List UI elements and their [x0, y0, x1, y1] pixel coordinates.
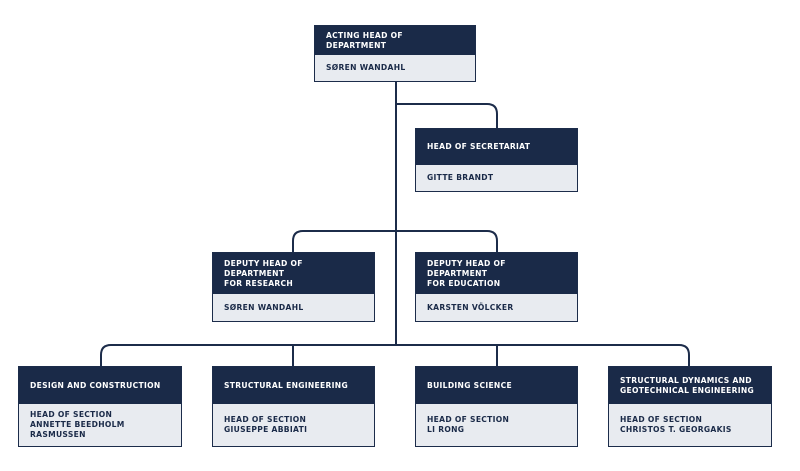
section-head-name: LI RONG [427, 425, 465, 434]
acting-head-box: ACTING HEAD OF DEPARTMENT SØREN WANDAHL [314, 25, 476, 82]
section-title: STRUCTURAL ENGINEERING [213, 367, 374, 404]
section-branch [100, 344, 690, 366]
deputy-research-box: DEPUTY HEAD OF DEPARTMENT FOR RESEARCH S… [212, 252, 375, 322]
section-box-design-construction: DESIGN AND CONSTRUCTION HEAD OF SECTION … [18, 366, 182, 447]
section-role: HEAD OF SECTION [30, 410, 113, 419]
section-box-structural-dynamics: STRUCTURAL DYNAMICS AND GEOTECHNICAL ENG… [608, 366, 772, 447]
section-head-name: ANNETTE BEEDHOLM RASMUSSEN [30, 420, 125, 439]
deputy-research-title: DEPUTY HEAD OF DEPARTMENT FOR RESEARCH [213, 253, 374, 294]
section-head-name: CHRISTOS T. GEORGAKIS [620, 425, 732, 434]
deputy-education-title: DEPUTY HEAD OF DEPARTMENT FOR EDUCATION [416, 253, 577, 294]
section-role: HEAD OF SECTION [224, 415, 307, 424]
section-title: BUILDING SCIENCE [416, 367, 577, 404]
section-head-area: HEAD OF SECTION ANNETTE BEEDHOLM RASMUSS… [19, 404, 181, 446]
secretariat-title: HEAD OF SECRETARIAT [416, 129, 577, 165]
deputy-education-name: KARSTEN VÖLCKER [427, 302, 514, 312]
acting-head-name-area: SØREN WANDAHL [315, 55, 475, 81]
section-role: HEAD OF SECTION [427, 415, 510, 424]
section-head-area: HEAD OF SECTION LI RONG [416, 404, 577, 446]
section-head-area: HEAD OF SECTION GIUSEPPE ABBIATI [213, 404, 374, 446]
secretariat-branch [396, 103, 498, 128]
deputy-branch [292, 230, 498, 252]
secretariat-box: HEAD OF SECRETARIAT GITTE BRANDT [415, 128, 578, 192]
section-title: STRUCTURAL DYNAMICS AND GEOTECHNICAL ENG… [609, 367, 771, 404]
acting-head-title: ACTING HEAD OF DEPARTMENT [315, 26, 475, 55]
secretariat-name-area: GITTE BRANDT [416, 165, 577, 191]
section-box-building-science: BUILDING SCIENCE HEAD OF SECTION LI RONG [415, 366, 578, 447]
section-head-name: GIUSEPPE ABBIATI [224, 425, 308, 434]
deputy-education-box: DEPUTY HEAD OF DEPARTMENT FOR EDUCATION … [415, 252, 578, 322]
section-box-structural-engineering: STRUCTURAL ENGINEERING HEAD OF SECTION G… [212, 366, 375, 447]
deputy-research-name: SØREN WANDAHL [224, 302, 304, 312]
deputy-research-name-area: SØREN WANDAHL [213, 294, 374, 321]
section-head-area: HEAD OF SECTION CHRISTOS T. GEORGAKIS [609, 404, 771, 446]
section-role: HEAD OF SECTION [620, 415, 703, 424]
section-title: DESIGN AND CONSTRUCTION [19, 367, 181, 404]
deputy-education-name-area: KARSTEN VÖLCKER [416, 294, 577, 321]
secretariat-name: GITTE BRANDT [427, 173, 494, 182]
acting-head-name: SØREN WANDAHL [326, 63, 406, 72]
